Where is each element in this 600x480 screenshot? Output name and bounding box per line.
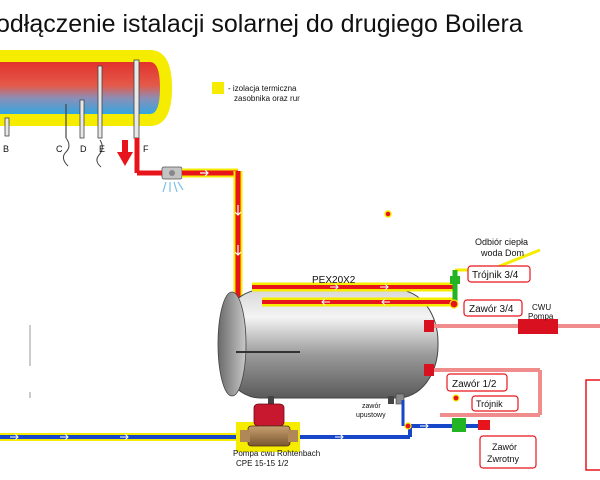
top-solar-tank: B C D E F xyxy=(0,50,172,168)
zawor-upustowy-line1: zawór xyxy=(362,403,381,410)
pompa-label-line2: CPE 15-15 1/2 xyxy=(236,459,289,468)
tank-label-e: E xyxy=(99,144,105,154)
trojnik34-label: Trójnik 3/4 xyxy=(472,270,519,281)
hot-pipe-system xyxy=(134,138,262,305)
cwu-label-line2: Pompa xyxy=(528,312,554,321)
legend: - izolacja termiczna zasobnika oraz rur xyxy=(212,82,300,103)
odbior-label-line2: woda Dom xyxy=(480,248,524,258)
tank-label-c: C xyxy=(56,144,63,154)
cwu-label-line1: CWU xyxy=(532,303,551,312)
legend-text-line2: zasobnika oraz rur xyxy=(234,94,300,103)
sensor-c-wire xyxy=(62,137,70,167)
tee-3-4: Trójnik 3/4 xyxy=(450,265,531,284)
drain-valve-icon xyxy=(395,393,405,405)
right-unit-box xyxy=(585,379,600,471)
zawor12-label: Zawór 1/2 xyxy=(452,379,497,390)
check-valve-icon xyxy=(478,420,490,430)
cwu-pump-line: CWU Pompa xyxy=(424,303,600,334)
marker-dot xyxy=(384,210,392,218)
valve-1-2: Zawór 1/2 xyxy=(446,373,508,392)
second-boiler-tank xyxy=(217,289,439,405)
zawor-zwrotny-line2: Zwrotny xyxy=(487,454,520,464)
tee: Trójnik xyxy=(471,395,519,412)
tee-green-icon xyxy=(452,418,466,432)
zawor-upustowy-line2: upustowy xyxy=(356,412,386,419)
odbior-label-line1: Odbiór ciepła xyxy=(475,237,528,247)
zawor-zwrotny-line1: Zawór xyxy=(492,442,517,452)
pex-label: PEX20X2 xyxy=(312,275,356,286)
page-title: odłączenie istalacji solarnej do drugieg… xyxy=(0,10,523,38)
sensor-d xyxy=(79,99,85,139)
flow-arrow-down-icon xyxy=(117,140,133,166)
cold-pipe-system xyxy=(0,400,490,441)
top-valve-icon xyxy=(161,166,184,193)
sensor-b xyxy=(4,117,10,137)
circulation-pump-icon xyxy=(236,403,300,452)
sensor-e-wire xyxy=(96,139,103,168)
valve-3-4: Zawór 3/4 xyxy=(449,299,523,317)
zawor34-label: Zawór 3/4 xyxy=(469,304,514,315)
top-tank-body xyxy=(0,62,160,114)
trojnik-label: Trójnik xyxy=(476,399,503,409)
tank-label-b: B xyxy=(3,144,9,154)
legend-swatch xyxy=(212,82,224,94)
tank-end-cap xyxy=(217,291,247,397)
pompa-label-line1: Pompa cwu Rohtenbach xyxy=(233,449,320,458)
sensor-e xyxy=(97,65,103,139)
tank-label-f: F xyxy=(143,144,149,154)
cwu-pump-icon xyxy=(518,319,558,334)
check-valve: Zawór Zwrotny xyxy=(479,435,537,469)
tank-label-d: D xyxy=(80,144,87,154)
pex-pipes: PEX20X2 xyxy=(252,275,455,307)
legend-text-line1: - izolacja termiczna xyxy=(228,84,297,93)
outlet-f xyxy=(133,59,140,139)
drain-valve-label: zawór upustowy xyxy=(356,403,386,419)
return-loop xyxy=(424,364,542,417)
